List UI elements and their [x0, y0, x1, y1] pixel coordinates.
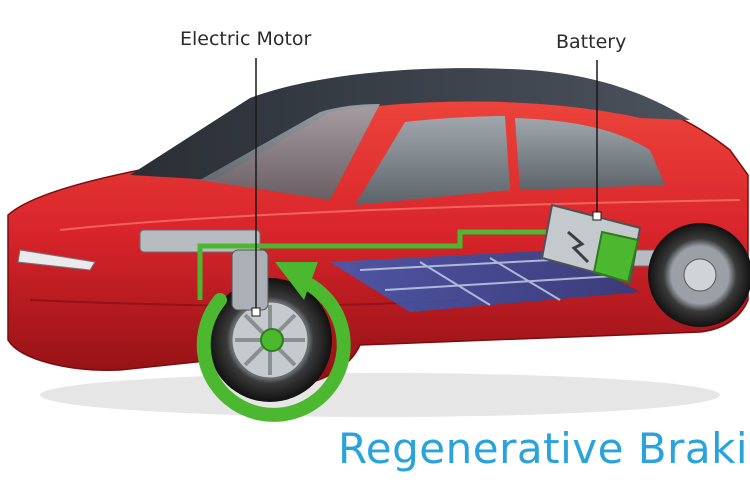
rotation-arrow-head [275, 262, 318, 300]
headlight [17, 249, 96, 271]
battery-label: Battery [556, 31, 627, 53]
body-crease-line [59, 199, 741, 231]
motor-callout-marker [251, 307, 261, 317]
car-roof [130, 68, 690, 180]
battery-icon [540, 203, 642, 284]
electric-motor-label: Electric Motor [180, 28, 312, 50]
windshield [200, 104, 380, 200]
rotation-arrow-icon [196, 273, 351, 422]
front-side-window [355, 116, 510, 205]
front-wheel-icon [208, 278, 332, 402]
diagram-title: Regenerative Braking [338, 424, 750, 473]
ground-shadow [40, 373, 720, 417]
rear-wheel [648, 223, 750, 327]
battery-floor-pack [330, 250, 640, 312]
motor-icon [231, 249, 269, 311]
rear-side-window [515, 118, 665, 190]
battery-callout-marker [592, 211, 602, 221]
energy-flow-line [197, 229, 555, 300]
